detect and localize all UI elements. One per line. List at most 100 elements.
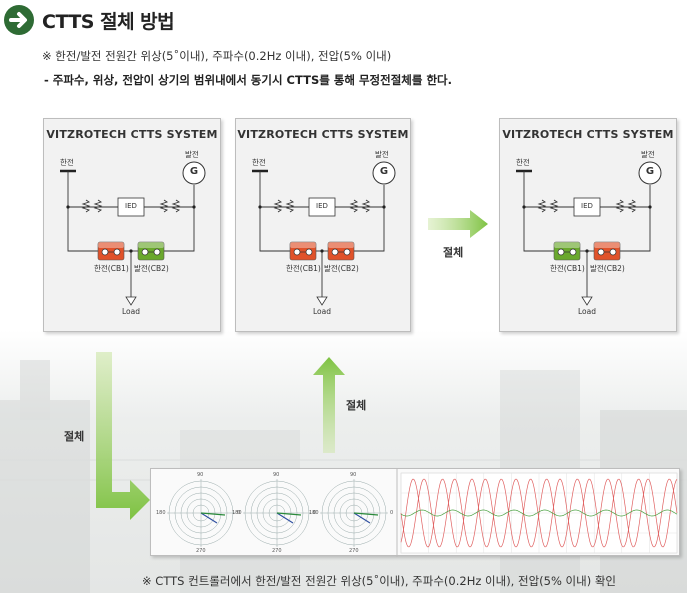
polar-label-right: 0: [313, 510, 317, 516]
junction-dot: [66, 205, 70, 209]
up-arrow: [313, 357, 345, 453]
title-row: CTTS 절체 방법: [4, 4, 175, 36]
polar-label-bottom: 270: [272, 548, 282, 554]
generator-breaker-cb2: [593, 241, 621, 261]
right-arrow: [428, 210, 488, 238]
panel-title: VITZROTECH CTTS SYSTEM: [502, 128, 674, 141]
ied-label: IED: [316, 202, 328, 210]
generator-breaker-cb2: [327, 241, 355, 261]
generator-source-label: 발전: [375, 150, 389, 159]
ct-coil: [549, 199, 559, 213]
ct-coil: [361, 199, 371, 213]
utility-voltage-wave: [400, 478, 678, 548]
load-label: Load: [122, 307, 140, 316]
utility-breaker-cb1: [553, 241, 581, 261]
generator-label: G: [189, 166, 199, 177]
phase-polar-plot-1: [167, 479, 235, 547]
ied-box: [117, 197, 145, 217]
generator-line: [164, 185, 195, 252]
ct-coil: [285, 199, 295, 213]
junction-dot: [320, 249, 324, 253]
junction-dot: [648, 205, 652, 209]
ctts-panel-1: VITZROTECH CTTS SYSTEM 한전 발전 G IED 한전(CB1) 발전…: [43, 118, 221, 332]
waveform-plot: [400, 472, 678, 554]
generator-source-label: 발전: [185, 150, 199, 159]
generator-icon: [638, 161, 662, 185]
panel-title: VITZROTECH CTTS SYSTEM: [237, 128, 409, 141]
polar-label-bottom: 270: [196, 548, 206, 554]
ct-coil: [349, 199, 359, 213]
ct-coil: [615, 199, 625, 213]
junction-dot: [382, 205, 386, 209]
polar-label-bottom: 270: [349, 548, 359, 554]
cb2-label: 발전(CB2): [590, 264, 625, 273]
ied-label: IED: [125, 202, 137, 210]
ied-label: IED: [581, 202, 593, 210]
ct-coil: [159, 199, 169, 213]
load-arrow-icon: [125, 296, 137, 306]
utility-source-label: 한전: [252, 158, 266, 167]
down-right-arrow: [96, 352, 150, 520]
generator-line: [354, 185, 385, 252]
panel-title: VITZROTECH CTTS SYSTEM: [46, 128, 218, 141]
load-arrow-icon: [316, 296, 328, 306]
cb2-label: 발전(CB2): [134, 264, 169, 273]
generator-line: [620, 185, 651, 252]
cb1-label: 한전(CB1): [286, 264, 321, 273]
utility-source-label: 한전: [516, 158, 530, 167]
phase-polar-plot-2: [243, 479, 311, 547]
generator-breaker-cb2: [137, 241, 165, 261]
utility-line: [67, 171, 98, 252]
polar-label-left: 180: [232, 510, 242, 516]
switch-label-down: 절체: [64, 430, 85, 443]
switch-label-up: 절체: [346, 399, 367, 412]
polar-label-top: 90: [273, 472, 280, 478]
utility-line: [259, 171, 290, 252]
polar-label-right: 0: [237, 510, 241, 516]
junction-dot: [585, 249, 589, 253]
generator-label: G: [379, 166, 389, 177]
load-label: Load: [313, 307, 331, 316]
generator-voltage-wave: [400, 478, 678, 548]
ctts-panel-2: VITZROTECH CTTS SYSTEM 한전 발전 G IED 한전(CB1)발전…: [235, 118, 411, 332]
difference-wave: [400, 509, 678, 517]
cb2-label: 발전(CB2): [324, 264, 359, 273]
single-line-diagram: [252, 161, 396, 306]
ct-coil: [81, 199, 91, 213]
load-label: Load: [578, 307, 596, 316]
ct-coil: [273, 199, 283, 213]
load-arrow-icon: [581, 296, 593, 306]
ctts-panel-3: VITZROTECH CTTS SYSTEM 한전 발전 G IED 한전(CB1) 발전…: [499, 118, 677, 332]
polar-label-top: 90: [350, 472, 357, 478]
utility-source-label: 한전: [60, 158, 74, 167]
generator-source-label: 발전: [641, 150, 655, 159]
phase-polar-plot-3: [320, 479, 388, 547]
ct-coil: [93, 199, 103, 213]
cb1-label: 한전(CB1): [550, 264, 585, 273]
polar-label-right: 0: [390, 510, 394, 516]
footer-note: ※ CTTS 컨트롤러에서 한전/발전 전원간 위상(5˚이내), 주파수(0.…: [142, 574, 616, 588]
junction-dot: [192, 205, 196, 209]
page-title: CTTS 절체 방법: [42, 10, 175, 33]
arrow-circle-icon: [4, 5, 34, 35]
generator-icon: [372, 161, 396, 185]
ct-coil: [171, 199, 181, 213]
ied-box: [573, 197, 601, 217]
polar-label-top: 90: [197, 472, 204, 478]
condition-note: ※ 한전/발전 전원간 위상(5˚이내), 주파수(0.2Hz 이내), 전압(…: [42, 49, 392, 63]
generator-icon: [182, 161, 206, 185]
generator-label: G: [645, 166, 655, 177]
single-line-diagram: [60, 161, 206, 306]
ct-coil: [627, 199, 637, 213]
description-note: - 주파수, 위상, 전압이 상기의 범위내에서 동기시 CTTS를 통해 무정…: [44, 73, 452, 87]
polar-label-left: 180: [156, 510, 166, 516]
ct-coil: [537, 199, 547, 213]
utility-breaker-cb1: [97, 241, 125, 261]
ied-box: [308, 197, 336, 217]
polar-label-left: 180: [309, 510, 319, 516]
junction-dot: [129, 249, 133, 253]
utility-line: [523, 171, 554, 252]
cb1-label: 한전(CB1): [94, 264, 129, 273]
junction-dot: [258, 205, 262, 209]
